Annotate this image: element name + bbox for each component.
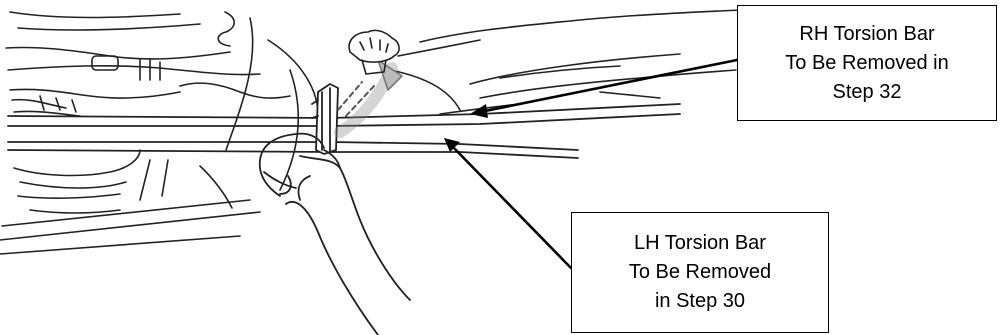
lh-callout-line-3: in Step 30 <box>572 287 828 316</box>
rh-leader-line <box>480 60 737 112</box>
lh-callout-line-2: To Be Removed <box>572 258 828 287</box>
rh-callout-line-1: RH Torsion Bar <box>738 20 996 49</box>
rh-torsion-bar-callout: RH Torsion Bar To Be Removed in Step 32 <box>737 5 997 121</box>
vehicle-frame-linework <box>6 12 318 190</box>
torsion-bar-clip <box>312 84 338 154</box>
rh-callout-line-3: Step 32 <box>738 78 996 107</box>
hand-illustration <box>260 134 410 335</box>
rh-callout-line-2: To Be Removed in <box>738 49 996 78</box>
body-panel-linework <box>390 10 740 114</box>
rh-arrowhead <box>470 104 488 118</box>
lh-torsion-bar-callout: LH Torsion Bar To Be Removed in Step 30 <box>571 212 829 333</box>
clip-motion-arrow <box>338 60 402 132</box>
lh-leader-line <box>452 146 571 268</box>
lower-structure-linework <box>0 150 260 254</box>
lh-callout-line-1: LH Torsion Bar <box>572 229 828 258</box>
